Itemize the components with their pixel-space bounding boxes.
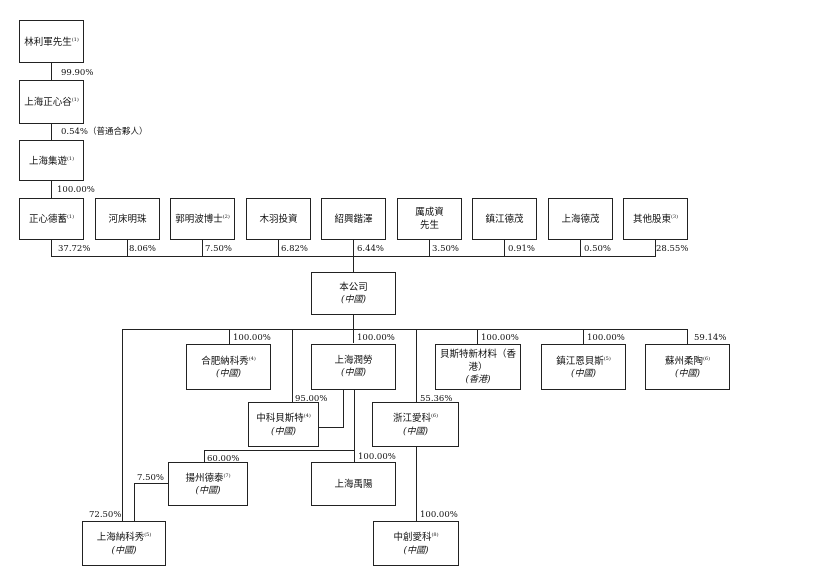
pct-zj-ebs: 100.00% <box>587 333 625 343</box>
node-zc-ak: 中創愛科(8) (中國) <box>373 521 459 566</box>
pct-zxg-to-jd: 0.54%（普通合夥人） <box>61 127 148 137</box>
pct-zhenjiang-dm: 0.91% <box>508 244 536 254</box>
connector-line <box>655 240 656 256</box>
node-bst-hk: 貝斯特新材料（香港） (香港) <box>435 344 521 390</box>
connector-line <box>127 240 128 256</box>
pct-sh-nks-a: 7.50% <box>137 473 165 483</box>
connector-line <box>51 63 52 80</box>
pct-shaoxing: 6.44% <box>357 244 385 254</box>
node-hczm: 河床明珠 <box>95 198 160 240</box>
connector-line <box>687 329 688 344</box>
pct-zk-bst: 95.00% <box>295 394 328 404</box>
node-sh-jd: 上海集遊(1) <box>19 140 84 181</box>
pct-sh-rs: 100.00% <box>357 333 395 343</box>
node-shaoxing: 紹興鍇澤 <box>321 198 386 240</box>
connector-line <box>229 329 230 344</box>
connector-line <box>580 240 581 256</box>
pct-zj-ak: 55.36% <box>420 394 453 404</box>
shareholder-bus-line <box>51 256 656 257</box>
connector-line <box>134 483 135 521</box>
connector-line <box>477 329 478 344</box>
connector-line <box>504 240 505 256</box>
pct-sh-yy: 100.00% <box>358 452 396 462</box>
node-hefei: 合肥納科秀(4) (中國) <box>186 344 271 390</box>
node-zk-bst: 中科貝斯特(4) (中國) <box>248 402 319 447</box>
node-yz-dt: 揚州德泰(7) (中國) <box>168 462 248 506</box>
pct-zc-ak: 100.00% <box>420 510 458 520</box>
connector-line <box>354 390 355 462</box>
node-sh-yy: 上海禹陽 <box>311 462 396 506</box>
node-zj-ak: 浙江愛科(6) (中國) <box>372 402 459 447</box>
node-lin: 林利軍先生(1) <box>19 20 84 63</box>
node-others: 其他股東(3) <box>623 198 688 240</box>
node-sh-nks: 上海納科秀(5) (中國) <box>82 521 166 566</box>
connector-line <box>416 447 417 521</box>
pct-sh-dm: 0.50% <box>584 244 612 254</box>
connector-line <box>51 240 52 256</box>
connector-line <box>583 329 584 344</box>
node-sh-dm: 上海德茂 <box>548 198 613 240</box>
connector-line <box>429 240 430 256</box>
subsidiary-bus-line <box>122 329 688 330</box>
connector-line <box>416 329 417 402</box>
connector-line <box>202 240 203 256</box>
connector-line <box>122 329 123 521</box>
pct-sh-nks-b: 72.50% <box>89 510 122 520</box>
pct-licheng: 3.50% <box>432 244 460 254</box>
connector-line <box>319 427 344 428</box>
node-sh-zxg: 上海正心谷(1) <box>19 80 84 124</box>
node-company: 本公司 (中國) <box>311 272 396 315</box>
connector-line <box>51 124 52 140</box>
pct-lin-to-zxg: 99.90% <box>61 68 94 78</box>
pct-others: 28.55% <box>656 244 689 254</box>
pct-hczm: 8.06% <box>129 244 157 254</box>
pct-sz-rt: 59.14% <box>694 333 727 343</box>
node-licheng: 厲成資 先生 <box>397 198 462 240</box>
node-sh-rs: 上海潤勞 (中國) <box>311 344 396 390</box>
pct-zxdx: 37.72% <box>58 244 91 254</box>
connector-line <box>292 329 293 402</box>
node-sz-rt: 蘇州柔陶(6) (中國) <box>645 344 730 390</box>
node-zj-ebs: 鎮江恩貝斯(5) (中國) <box>541 344 626 390</box>
node-muyu: 木羽投資 <box>246 198 311 240</box>
pct-jd-to-zxdx: 100.00% <box>57 185 95 195</box>
pct-yz-dt: 60.00% <box>207 454 240 464</box>
pct-bst-hk: 100.00% <box>481 333 519 343</box>
node-zxdx: 正心德蓄(1) <box>19 198 84 240</box>
connector-line <box>51 181 52 198</box>
pct-hefei: 100.00% <box>233 333 271 343</box>
pct-muyu: 6.82% <box>281 244 309 254</box>
node-zhenjiang-dm: 鎮江德茂 <box>472 198 537 240</box>
node-guo: 郭明波博士(2) <box>170 198 235 240</box>
connector-line <box>343 390 344 427</box>
connector-line <box>204 450 355 451</box>
connector-line <box>278 240 279 256</box>
pct-guo: 7.50% <box>205 244 233 254</box>
connector-line <box>134 483 168 484</box>
connector-line <box>204 450 205 462</box>
